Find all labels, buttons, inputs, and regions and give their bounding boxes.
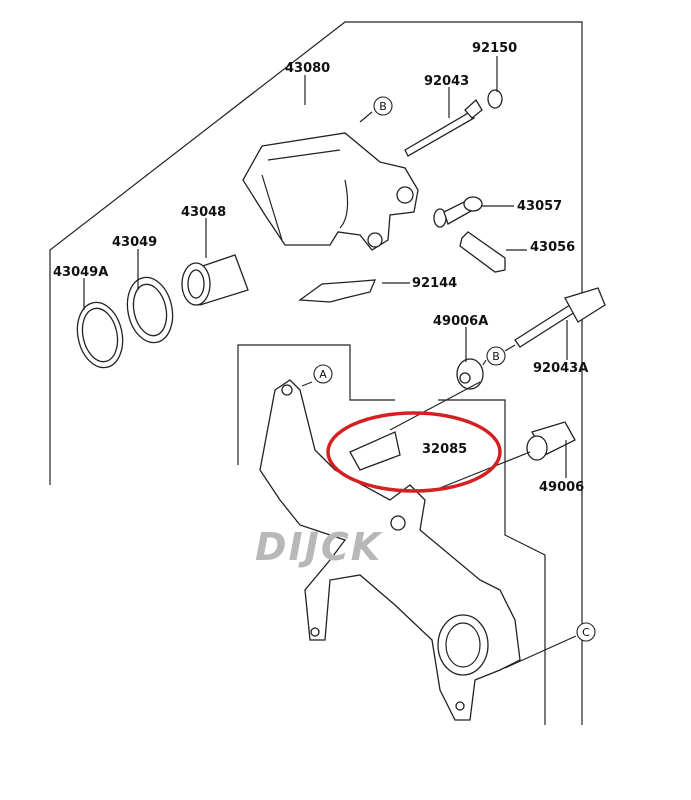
label-92043a: 92043A [533,361,588,376]
fitting-43057 [433,196,483,228]
label-92144: 92144 [412,276,457,291]
pad-spring-32085 [349,431,401,471]
seal-43049 [126,276,174,344]
label-92150: 92150 [472,41,517,56]
pin-92043 [404,98,483,157]
svg-text:C: C [582,626,590,639]
caliper-bracket [259,379,521,721]
leader-lines [83,56,577,669]
ref-a: A [313,364,333,384]
label-32085: 32085 [422,442,467,457]
frame-outline [49,21,583,725]
caliper-body [242,132,419,251]
label-49006a: 49006A [433,314,488,329]
label-43057: 43057 [517,199,562,214]
boot-49006a [456,358,484,390]
label-49006: 49006 [539,480,584,495]
svg-text:A: A [319,368,327,381]
dust-seal-43049A [76,301,124,369]
label-43080: 43080 [285,61,330,76]
svg-text:B: B [492,350,500,363]
label-43049a: 43049A [53,265,108,280]
ref-c: C [576,622,596,642]
label-92043: 92043 [424,74,469,89]
ref-b-top: B [373,96,393,116]
ref-b-mid: B [486,346,506,366]
piston-43048 [181,254,249,306]
label-43056: 43056 [530,240,575,255]
pin-92043a [514,287,606,348]
watermark: DIJCK [255,525,383,569]
highlight-ellipse [326,411,502,493]
spring-92144 [298,279,377,303]
bracket-subframe [237,344,546,725]
label-43048: 43048 [181,205,226,220]
boot-49006 [526,421,576,461]
label-43049: 43049 [112,235,157,250]
svg-text:B: B [379,100,387,113]
cap-92150 [487,89,503,109]
bleed-valve-43056 [459,231,506,273]
